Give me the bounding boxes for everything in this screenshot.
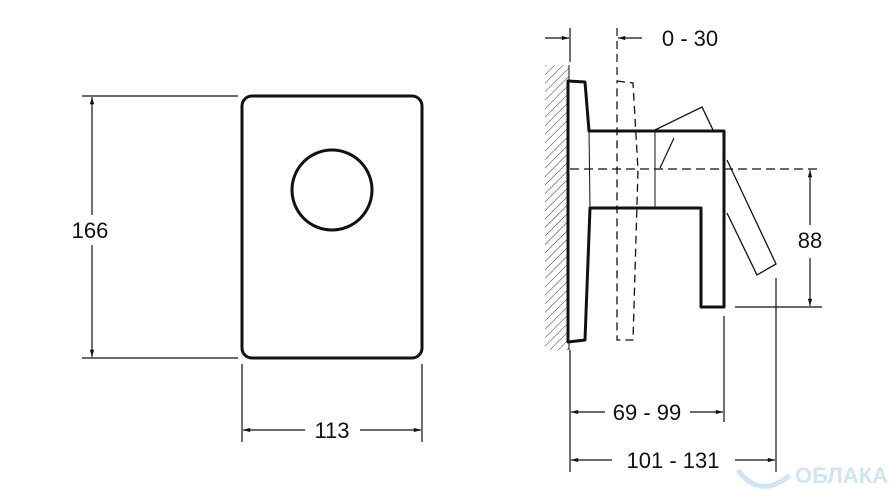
dimension-height-label: 166 [72, 218, 109, 243]
dimension-width-label: 113 [314, 418, 349, 443]
lever-upper [654, 106, 714, 131]
front-view: 166 113 [72, 94, 424, 443]
cover-plate-front [240, 94, 424, 360]
watermark-text: ОБЛАКА [795, 463, 888, 488]
dimension-body-depth-label: 69 - 99 [613, 400, 682, 425]
wall-hatch [545, 65, 569, 350]
dimension-total-depth-label: 101 - 131 [627, 448, 720, 473]
side-view: 0 - 30 88 69 - 99 101 - 131 [545, 26, 822, 473]
cloud-logo-icon [735, 468, 792, 489]
dimension-center-height-label: 88 [798, 228, 822, 253]
dashed-plate-extended [616, 80, 639, 341]
lever-lower [726, 159, 777, 276]
watermark: ОБЛАКА [735, 463, 888, 489]
dimension-projection-label: 0 - 30 [662, 26, 718, 51]
valve-body-side [566, 79, 726, 344]
control-knob-front [290, 148, 374, 232]
